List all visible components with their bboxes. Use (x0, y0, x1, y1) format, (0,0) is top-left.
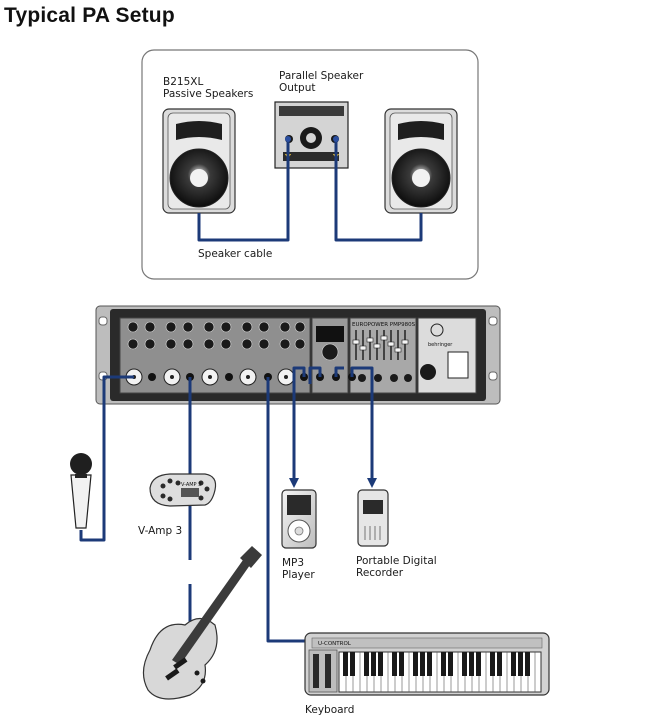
vamp-label: V-Amp 3 (138, 525, 183, 537)
vamp-logo-text: V-AMP 3 (181, 482, 201, 488)
mixer-rack (95, 305, 501, 405)
speaker-cables (197, 139, 423, 242)
keyboard-brand-text: U-CONTROL (318, 641, 352, 647)
mp3-player (281, 489, 317, 549)
midi-keyboard (304, 632, 550, 696)
vamp-device (149, 473, 217, 507)
digital-recorder (357, 489, 389, 547)
mp3-label-line2: Player (282, 569, 315, 581)
left-speaker (162, 108, 236, 214)
signal-cables (79, 366, 374, 643)
recorder-label-line2: Recorder (356, 567, 404, 579)
recorder-label-line1: Portable Digital (356, 555, 437, 567)
mixer-brand-text: EUROPOWER PMP980S (352, 322, 416, 328)
speakers-label-line2: Passive Speakers (163, 88, 254, 100)
mixer-logo-text: behringer (428, 342, 453, 348)
right-speaker (384, 108, 458, 214)
keyboard-label: Keyboard (305, 704, 355, 716)
page-title: Typical PA Setup (4, 4, 175, 27)
mp3-label-line1: MP3 (282, 557, 305, 569)
electric-guitar (142, 546, 262, 700)
speakers-label-line1: B215XL (163, 76, 204, 88)
parallel-output-label-line1: Parallel Speaker (279, 70, 364, 82)
microphone (70, 453, 92, 529)
speaker-cable-label: Speaker cable (198, 248, 273, 260)
parallel-output-label-line2: Output (279, 82, 316, 94)
